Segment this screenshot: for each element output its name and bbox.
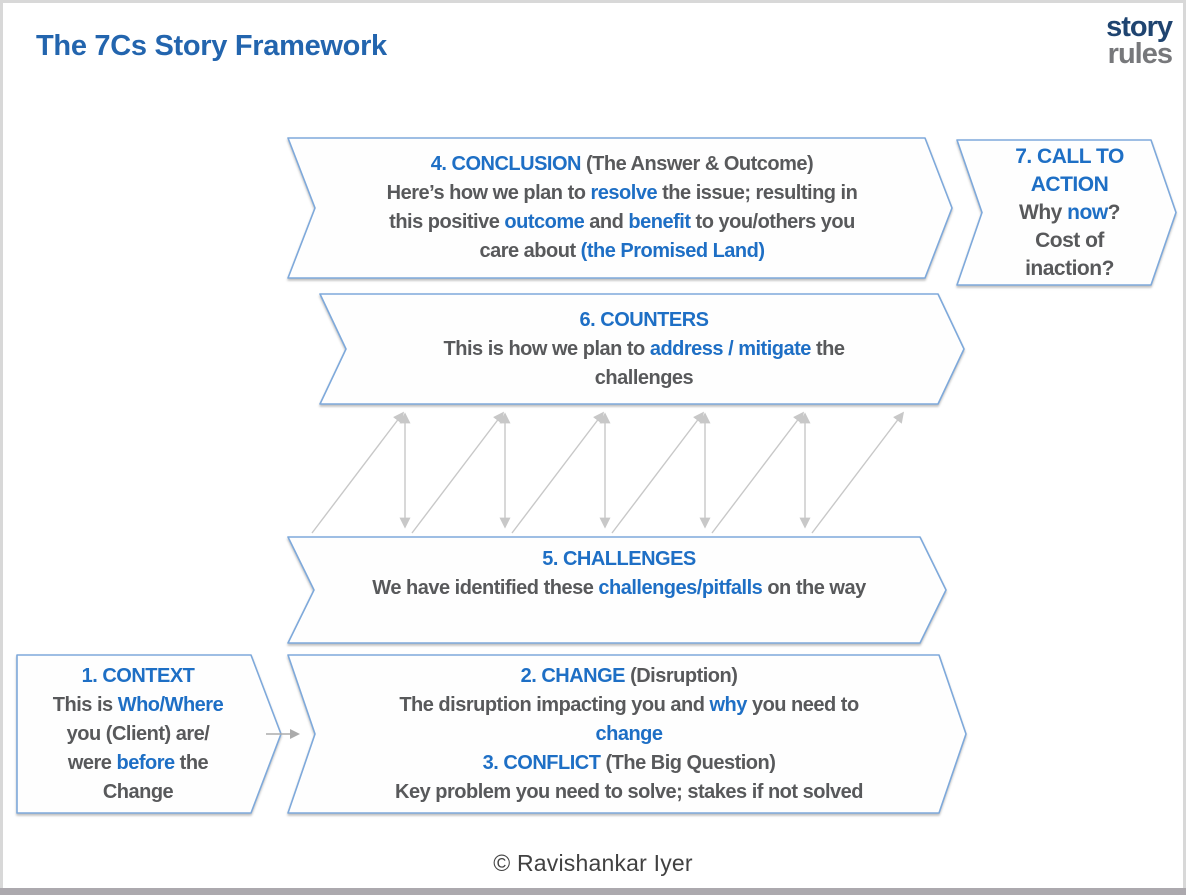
text-line: Here’s how we plan to resolve the issue;… (387, 179, 858, 208)
brand-logo: story rules (1106, 11, 1173, 70)
text-line: you (Client) are/ (67, 720, 210, 749)
text-segment: (The Answer & Outcome) (580, 153, 814, 175)
text-line: were before the (67, 749, 209, 778)
text-line: Why now? (1019, 199, 1121, 227)
conclusion-box: 4. CONCLUSION (The Answer & Outcome) Her… (287, 137, 953, 279)
text-segment: now (1067, 200, 1108, 224)
conclusion-heading: 4. CONCLUSION (The Answer & Outcome) (430, 150, 814, 179)
change-conflict-box: 2. CHANGE (Disruption) The disruption im… (287, 654, 967, 814)
text-line: inaction? (1025, 255, 1114, 283)
diagonal-arrow-icon (311, 411, 904, 534)
text-segment: why (709, 693, 747, 716)
text-segment: care about (479, 240, 581, 262)
text-segment: Why (1019, 200, 1068, 224)
call-to-action-box: 7. CALL TO ACTION Why now? Cost of inact… (956, 139, 1177, 286)
text-segment: (The Big Question) (600, 751, 776, 774)
text-line: change (595, 720, 663, 749)
text-segment: 3. CONFLICT (482, 751, 601, 774)
connector-arrow-icon (266, 729, 300, 739)
text-segment: (Disruption) (625, 664, 738, 687)
text-segment: 5. CHALLENGES (542, 548, 696, 570)
text-segment: change (595, 722, 663, 745)
text-segment: on the way (762, 577, 866, 599)
text-segment: address / mitigate (649, 337, 812, 360)
text-line: challenges (594, 364, 694, 393)
text-line: this positive outcome and benefit to you… (389, 208, 855, 237)
text-segment: before (116, 751, 175, 774)
counters-heading: 6. COUNTERS (580, 306, 709, 335)
feedback-arrows-icon (311, 411, 904, 534)
text-segment: outcome (504, 211, 585, 233)
text-segment: This is how we plan to (443, 337, 650, 360)
chevron-shape-icon (287, 137, 953, 279)
text-segment: to you/others you (690, 211, 856, 233)
text-segment: Here’s how we plan to (386, 182, 591, 204)
text-segment: the (174, 751, 209, 774)
chevron-shape-icon (956, 139, 1177, 286)
logo-story: story (1106, 11, 1173, 43)
context-box: 1. CONTEXT This is Who/Where you (Client… (16, 654, 282, 814)
text-segment: and (584, 211, 629, 233)
challenges-heading: 5. CHALLENGES (542, 545, 696, 574)
text-segment: (the Promised Land) (580, 240, 765, 262)
logo-rules: rules (1107, 38, 1173, 70)
text-segment: 1. CONTEXT (81, 664, 195, 687)
text-segment: benefit (628, 211, 691, 233)
text-segment: resolve (590, 182, 658, 204)
context-heading: 1. CONTEXT (82, 662, 195, 691)
text-segment: 6. COUNTERS (579, 308, 709, 331)
text-line: Change (102, 778, 174, 807)
text-segment: ACTION (1030, 172, 1109, 196)
text-segment: the issue; resulting in (657, 182, 858, 204)
text-segment: This is (52, 693, 118, 716)
call-to-action-heading: ACTION (1031, 171, 1109, 199)
text-segment: challenges/pitfalls (598, 577, 763, 599)
footer-credit: © Ravishankar Iyer (493, 850, 693, 876)
text-segment: inaction? (1025, 256, 1114, 280)
text-segment: The disruption impacting you and (399, 693, 710, 716)
challenges-box: 5. CHALLENGES We have identified these c… (287, 536, 947, 644)
text-line: care about (the Promised Land) (479, 237, 765, 266)
text-segment: 2. CHANGE (520, 664, 626, 687)
text-segment: ? (1107, 200, 1121, 224)
call-to-action-heading: 7. CALL TO (1015, 143, 1124, 171)
text-segment: challenges (594, 366, 694, 389)
text-segment: were (67, 751, 117, 774)
text-segment: Cost of (1035, 228, 1104, 252)
text-segment: 7. CALL TO (1015, 144, 1124, 168)
chevron-shape-icon (287, 536, 947, 644)
text-line: This is how we plan to address / mitigat… (444, 335, 845, 364)
text-line: The disruption impacting you and why you… (399, 691, 859, 720)
text-segment: you need to (746, 693, 859, 716)
text-segment: We have identified these (372, 577, 599, 599)
conflict-heading: 3. CONFLICT (The Big Question) (483, 749, 776, 778)
counters-box: 6. COUNTERS This is how we plan to addre… (319, 293, 965, 405)
text-line: We have identified these challenges/pitf… (372, 574, 866, 603)
text-segment: Change (102, 780, 174, 803)
text-segment: Key problem you need to solve; stakes if… (395, 780, 863, 803)
text-line: This is Who/Where (52, 691, 224, 720)
text-line: Key problem you need to solve; stakes if… (395, 778, 863, 807)
text-line: Cost of (1035, 227, 1104, 255)
page-title: The 7Cs Story Framework (36, 30, 387, 62)
text-segment: you (Client) are/ (66, 722, 210, 745)
chevron-shape-icon (287, 654, 967, 814)
text-segment: 4. CONCLUSION (430, 153, 582, 175)
pentagon-arrow-shape-icon (16, 654, 282, 814)
chevron-shape-icon (319, 293, 965, 405)
text-segment: Who/Where (117, 693, 224, 716)
double-headed-arrow-icon (399, 412, 811, 529)
text-segment: this positive (389, 211, 505, 233)
text-segment: the (810, 337, 845, 360)
change-heading: 2. CHANGE (Disruption) (521, 662, 738, 691)
